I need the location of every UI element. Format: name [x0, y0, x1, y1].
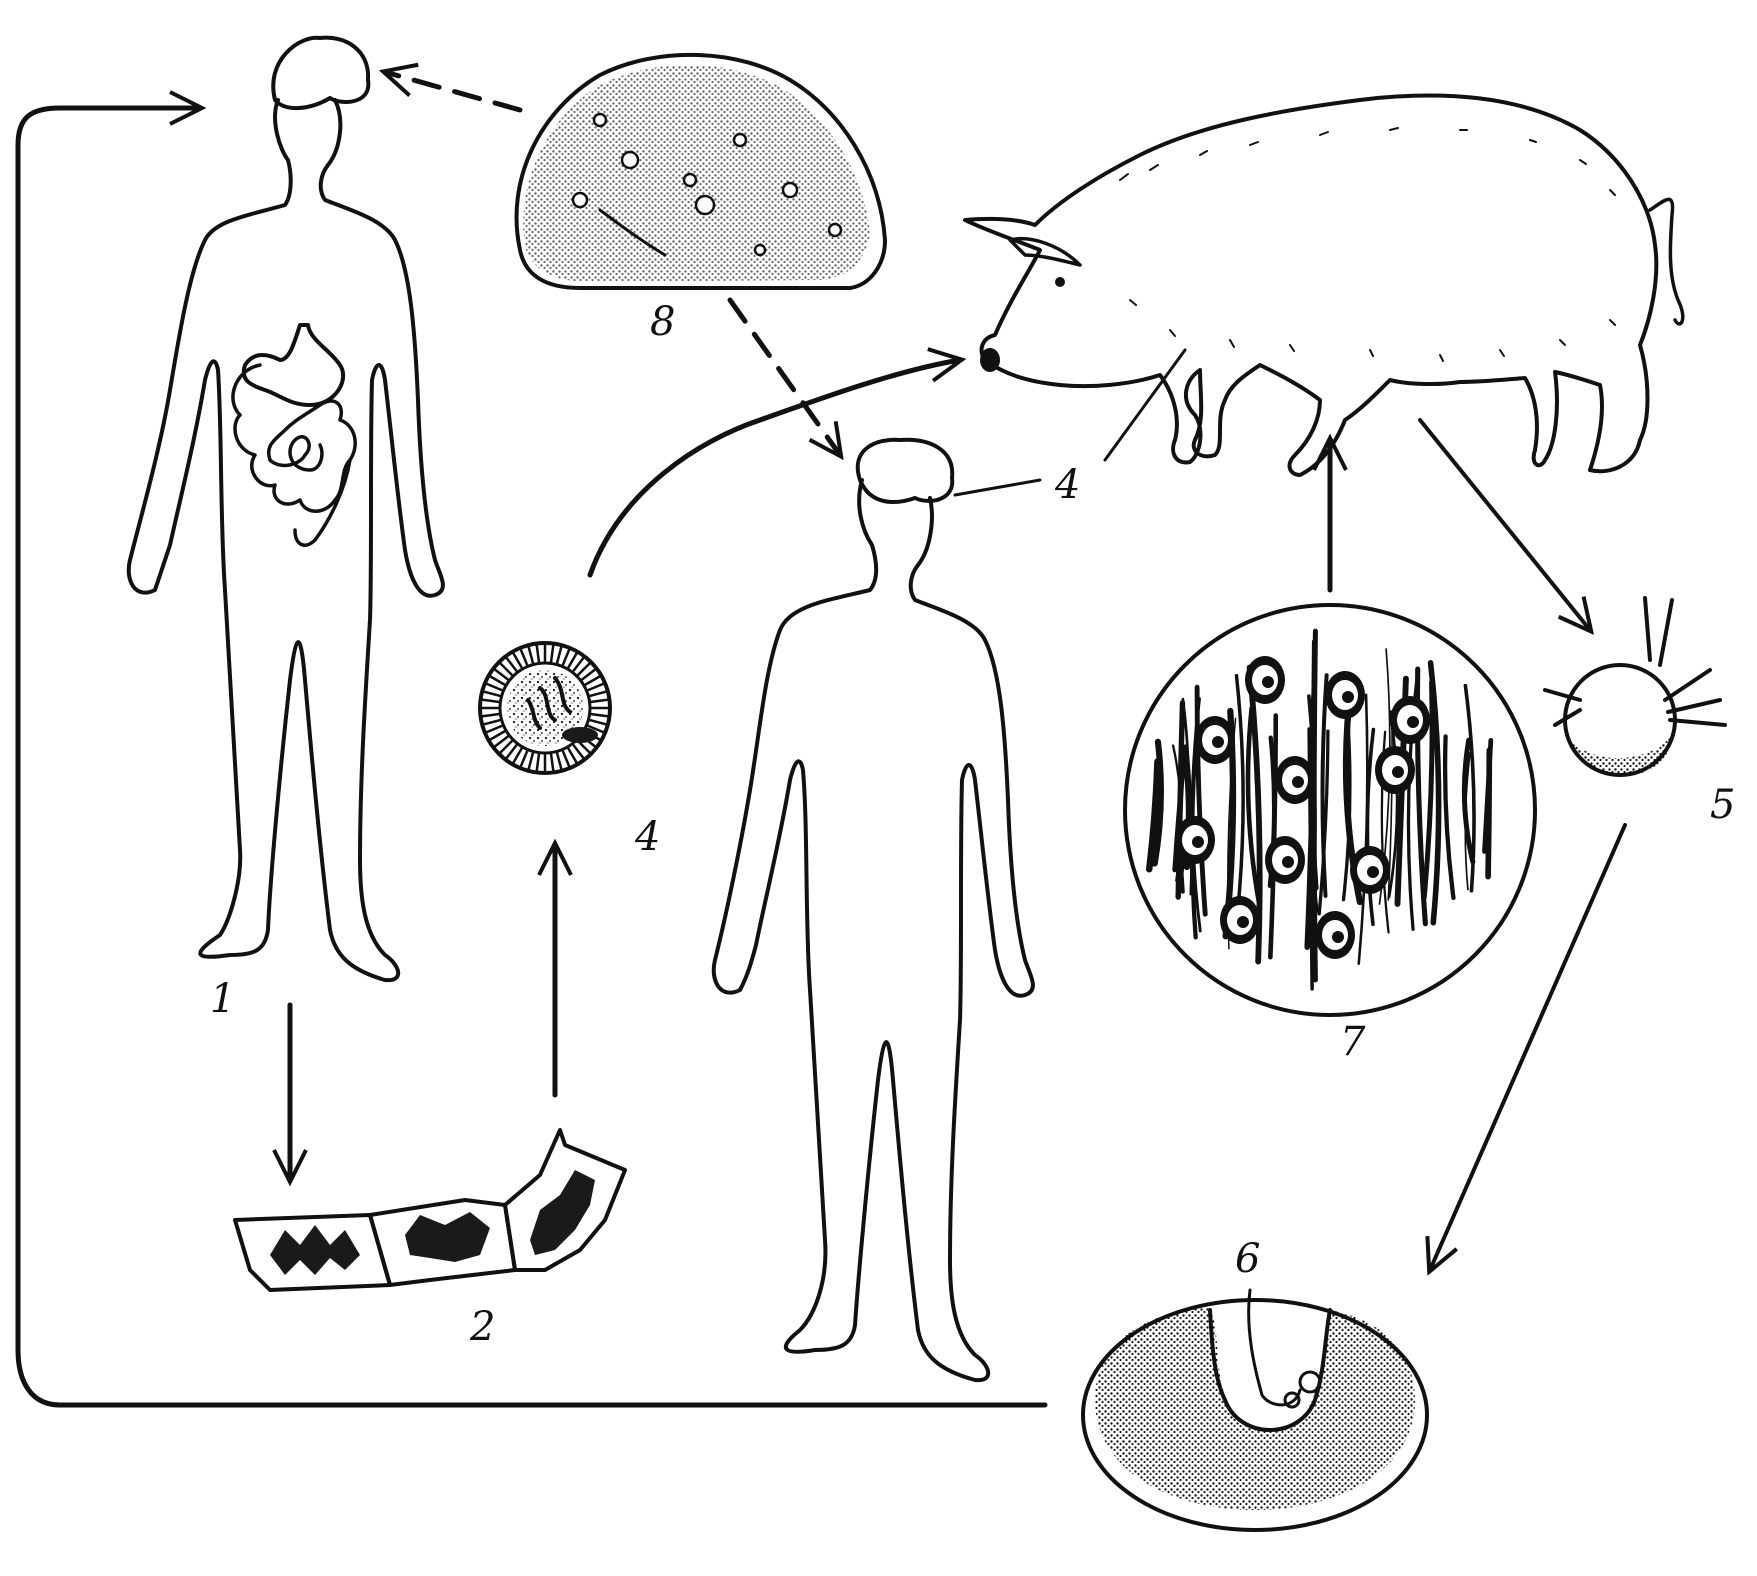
arrow-oncosphere-to-cysticercus — [1430, 823, 1627, 1270]
egg-outer-shell — [478, 641, 612, 775]
cysticercus-invagination — [1208, 1308, 1332, 1432]
dashed-arrow-brain-to-human1 — [385, 72, 523, 113]
label-oncosphere: 5 — [1710, 782, 1735, 828]
leader-line-pig-label — [1103, 348, 1187, 462]
proglottid-segment-1 — [233, 1213, 392, 1292]
egg-embryo — [507, 670, 583, 746]
label-cysticercus: 6 — [1235, 1236, 1260, 1282]
brain-ventricle-line — [598, 208, 667, 257]
label-adult-host: 1 — [210, 976, 235, 1022]
arrow-pig-to-oncosphere — [1418, 418, 1590, 630]
pig-silhouette-icon — [963, 93, 1659, 477]
cysticercus-scolex-neck — [1247, 1288, 1302, 1407]
brain-tissue-stipple — [523, 64, 870, 282]
human-figure-1 — [126, 35, 445, 983]
pig-ear-icon — [1008, 237, 1082, 267]
egg-inner-shell — [498, 661, 592, 755]
brain-section-figure — [514, 52, 887, 290]
embryo-hooks-icon — [526, 676, 572, 730]
brain-outline-icon — [271, 35, 371, 111]
proglottids-figure — [233, 1128, 627, 1292]
brain-cysts — [571, 112, 843, 257]
brain-outline-icon-2 — [855, 437, 955, 504]
stomach-icon — [241, 323, 346, 407]
label-egg: 4 — [634, 814, 660, 860]
uterus-branches-1 — [270, 1225, 360, 1275]
oncosphere-hooks-icon — [1543, 596, 1727, 727]
arrow-egg-to-pig — [587, 360, 960, 578]
cysticercus-fluid-stipple — [1095, 1308, 1415, 1510]
cysticercus-outer-wall — [1081, 1298, 1429, 1532]
label-human-host: 4 — [1054, 462, 1080, 508]
egg-radial-striations — [481, 644, 609, 772]
oncosphere-stipple — [1570, 730, 1675, 777]
pig-figure — [963, 93, 1685, 477]
label-muscle-cysts: 7 — [1340, 1019, 1366, 1065]
leader-line-human-label — [953, 478, 1042, 497]
human-silhouette-icon — [126, 98, 445, 983]
brain-section-outline — [514, 52, 887, 290]
muscle-cysts-figure — [1123, 603, 1537, 1017]
muscle-cysts — [1175, 656, 1430, 959]
arrow-return-to-human1 — [15, 108, 1048, 1408]
human-figure-2 — [711, 437, 1035, 1383]
cysticercus-sucker-icon-2 — [1283, 1391, 1301, 1409]
label-brain-cysts: 8 — [650, 299, 675, 345]
egg-embryo-core — [562, 727, 598, 743]
muscle-section-outline — [1123, 603, 1537, 1017]
uterus-branches-3 — [530, 1170, 595, 1255]
cysticercus-sucker-icon — [1298, 1370, 1322, 1394]
egg-figure — [478, 641, 612, 775]
pig-eye-icon — [1055, 277, 1065, 287]
uterus-branches-2 — [405, 1212, 490, 1262]
proglottid-segment-3 — [503, 1128, 627, 1272]
cysticercus-figure — [1081, 1288, 1429, 1532]
pig-bristles — [1119, 127, 1616, 362]
pig-tail-icon — [1648, 197, 1685, 326]
intestines-icon — [231, 363, 357, 547]
dashed-arrow-brain-to-human2 — [727, 297, 840, 455]
oncosphere-figure — [1543, 596, 1727, 777]
pig-snout-icon — [980, 348, 1000, 372]
human-silhouette-icon-2 — [711, 478, 1035, 1383]
label-proglottids: 2 — [469, 1304, 495, 1350]
